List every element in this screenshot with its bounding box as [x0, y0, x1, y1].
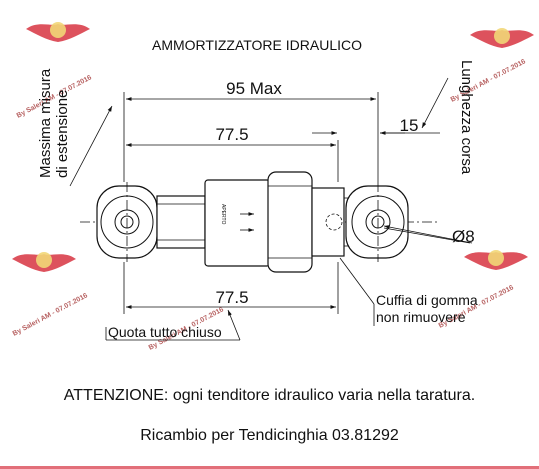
max-extension-label-2: di estensione	[54, 90, 71, 178]
left-eye-mount	[96, 182, 158, 262]
svg-text:95 Max: 95 Max	[226, 79, 282, 98]
svg-text:15: 15	[400, 116, 419, 135]
watermark-bottom	[0, 466, 539, 469]
svg-text:77.5: 77.5	[215, 288, 248, 307]
stroke-length-label: Lunghezza corsa	[458, 60, 475, 175]
drawing-title: AMMORTIZZATORE IDRAULICO	[152, 37, 362, 53]
rubber-boot-note: Cuffia di gomma non rimuovere	[339, 257, 478, 326]
max-extension-leader	[69, 105, 113, 187]
svg-text:Quota tutto chiuso: Quota tutto chiuso	[108, 324, 222, 340]
stroke-length-leader	[421, 77, 449, 129]
svg-text:Ø8: Ø8	[452, 227, 475, 246]
watermark-mid-left: By Saleri AM - 07.07.2016	[12, 252, 89, 338]
dimension-95-max: 95 Max	[123, 79, 379, 182]
hole-diameter-callout: Ø8	[383, 225, 475, 246]
rubber-boot	[267, 171, 313, 273]
warning-note: ATTENZIONE: ogni tenditore idraulico var…	[63, 387, 476, 404]
dimension-stroke: 15	[312, 116, 440, 135]
max-extension-label: Massima misura	[37, 68, 54, 178]
svg-text:Cuffia di gomma: Cuffia di gomma	[376, 292, 478, 308]
svg-text:By Saleri AM - 07.07.2016: By Saleri AM - 07.07.2016	[12, 292, 89, 338]
piston-rod	[156, 195, 206, 249]
spare-part-note: Ricambio per Tendicinghia 03.81292	[140, 427, 399, 444]
svg-text:77.5: 77.5	[215, 125, 248, 144]
dimension-lower: 77.5	[123, 262, 339, 314]
right-eye-mount	[345, 182, 409, 262]
closed-length-callout: Quota tutto chiuso	[105, 309, 241, 341]
right-segment	[311, 187, 356, 257]
svg-text:non rimuovere: non rimuovere	[376, 309, 466, 325]
body-marking: APERTO	[220, 204, 226, 224]
cylinder-body: APERTO	[204, 179, 271, 267]
dimension-upper: 77.5	[126, 125, 339, 182]
